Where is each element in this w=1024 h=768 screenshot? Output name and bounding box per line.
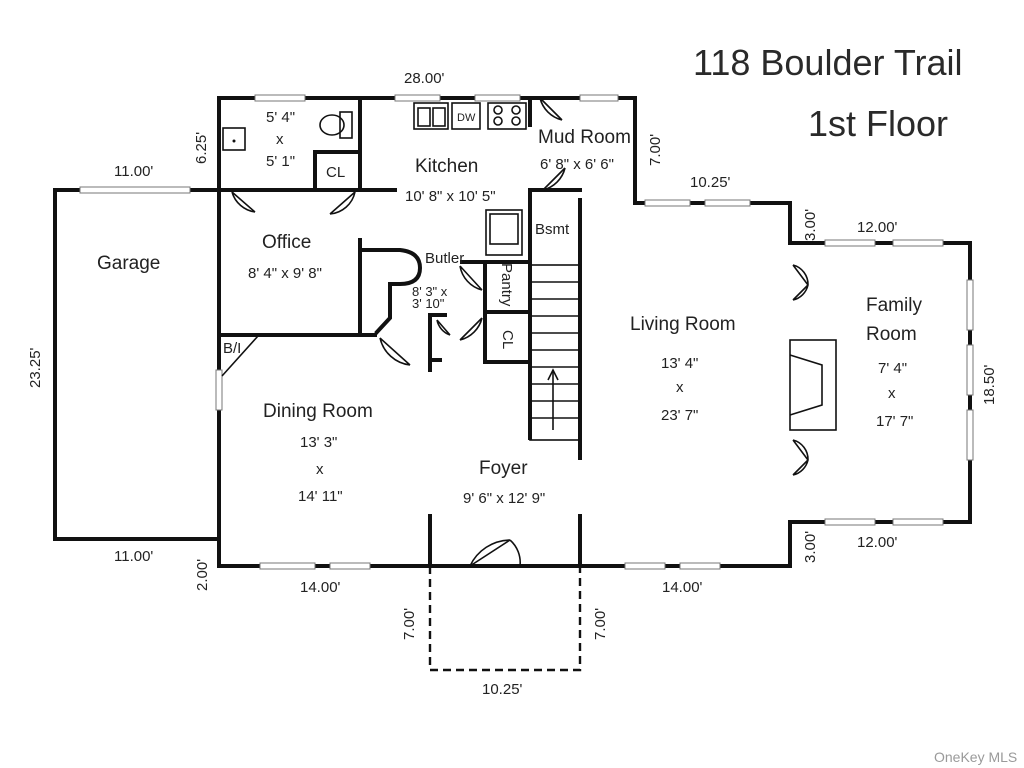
dining-room-label: Dining Room — [263, 401, 373, 422]
doors — [221, 97, 809, 567]
dim-porch-right: 7.00' — [592, 608, 609, 640]
dim-front-offset: 2.00' — [194, 559, 211, 591]
dim-front-left: 14.00' — [300, 579, 341, 596]
dim-garage-bottom: 11.00' — [114, 548, 153, 565]
family-x: x — [888, 385, 896, 402]
dishwasher — [451, 102, 481, 130]
dim-bump-top: 3.00' — [802, 209, 819, 241]
address-title: 118 Boulder Trail — [693, 42, 963, 83]
office-label: Office — [262, 232, 311, 253]
dishwasher-label: DW — [457, 112, 476, 124]
foyer-label: Foyer — [479, 458, 528, 479]
refrigerator — [485, 209, 523, 256]
butler-size-b: 3' 10" — [412, 296, 445, 311]
dining-height: 14' 11" — [298, 488, 343, 505]
dim-family-bottom: 12.00' — [857, 534, 898, 551]
hall-closet-label: CL — [499, 330, 516, 349]
office-closet-label: CL — [326, 164, 345, 181]
bath-x: x — [276, 131, 284, 148]
builtin-diagonal — [221, 335, 259, 377]
family-width: 7' 4" — [878, 360, 907, 377]
watermark: OneKey MLS — [934, 749, 1017, 765]
dim-family-top: 12.00' — [857, 219, 898, 236]
family-room-label-b: Room — [866, 324, 917, 345]
family-height: 17' 7" — [876, 413, 913, 430]
living-room-label: Living Room — [630, 314, 736, 335]
staircase — [529, 264, 581, 441]
living-x: x — [676, 379, 684, 396]
garage-label: Garage — [97, 253, 160, 274]
bath-width: 5' 4" — [266, 109, 295, 126]
butler-size-a: 8' 3" x — [412, 284, 448, 299]
dim-porch-left: 7.00' — [401, 608, 418, 640]
kitchen-size: 10' 8" x 10' 5" — [405, 188, 496, 205]
pantry-label: Pantry — [498, 263, 515, 307]
builtin-label: B/I — [223, 340, 241, 357]
bath-height: 5' 1" — [266, 153, 295, 170]
family-room-label-a: Family — [866, 295, 922, 316]
office-size: 8' 4" x 9' 8" — [248, 265, 322, 282]
butler-label: Butler — [425, 250, 464, 267]
mud-room-size: 6' 8" x 6' 6" — [540, 156, 614, 173]
dim-top-width: 28.00' — [404, 70, 445, 87]
living-width: 13' 4" — [661, 355, 698, 372]
kitchen-sink — [413, 102, 449, 130]
dim-garage-top: 11.00' — [114, 163, 153, 180]
mud-room-label: Mud Room — [538, 127, 631, 148]
windows — [79, 94, 974, 570]
dining-x: x — [316, 461, 324, 478]
dim-living-top: 10.25' — [690, 174, 731, 191]
toilet-tank — [339, 111, 353, 139]
basement-label: Bsmt — [535, 221, 570, 238]
fireplace — [789, 339, 837, 431]
bath-sink — [222, 127, 246, 151]
kitchen-label: Kitchen — [415, 156, 478, 177]
floor-title: 1st Floor — [808, 103, 948, 144]
dim-garage-depth: 23.25' — [27, 347, 44, 388]
dim-bump-bottom: 3.00' — [802, 531, 819, 563]
dining-width: 13' 3" — [300, 434, 337, 451]
living-height: 23' 7" — [661, 407, 698, 424]
foyer-size: 9' 6" x 12' 9" — [463, 490, 545, 507]
fixtures: DW — [222, 102, 837, 431]
toilet-bowl — [319, 114, 345, 136]
range — [487, 102, 527, 130]
dim-front-right: 14.00' — [662, 579, 703, 596]
dim-mud-room-depth: 7.00' — [647, 134, 664, 166]
dim-bath-depth: 6.25' — [193, 132, 210, 164]
dim-family-depth: 18.50' — [981, 364, 998, 405]
dim-porch-width: 10.25' — [482, 681, 523, 698]
front-porch — [428, 566, 582, 672]
